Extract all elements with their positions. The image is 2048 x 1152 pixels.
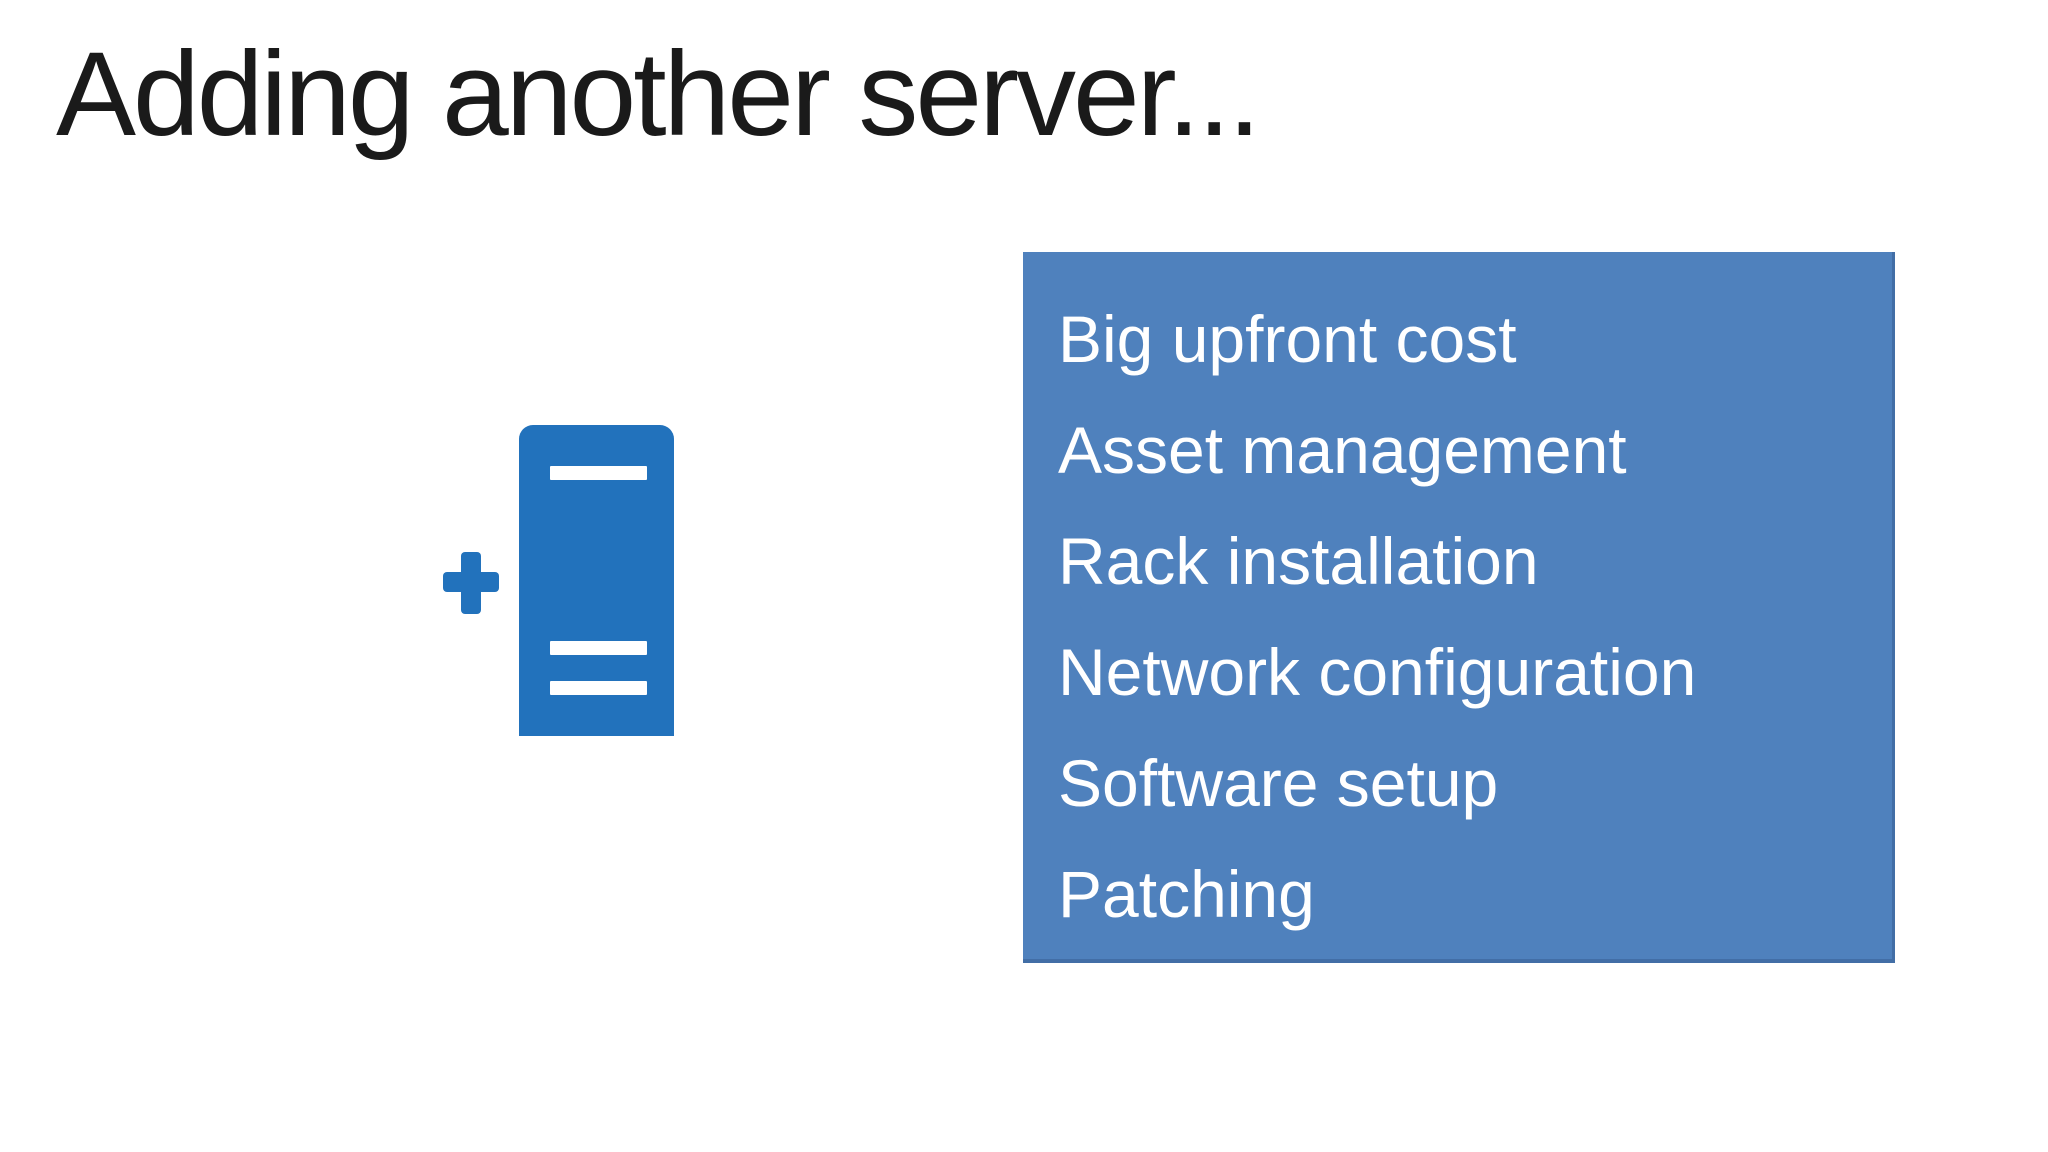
server-slot-bar	[550, 641, 647, 655]
panel-item-network-configuration: Network configuration	[1058, 635, 1697, 709]
server-slot-bar	[550, 681, 647, 695]
panel-item-software-setup: Software setup	[1058, 746, 1499, 820]
panel-item-big-upfront-cost: Big upfront cost	[1058, 302, 1517, 376]
server-slot-bar	[550, 466, 647, 480]
panel-item-patching: Patching	[1058, 857, 1315, 931]
panel-item-asset-management: Asset management	[1058, 413, 1627, 487]
panel-item-rack-installation: Rack installation	[1058, 524, 1539, 598]
server-costs-panel: Big upfront cost Asset management Rack i…	[1023, 252, 1895, 963]
plus-icon	[443, 552, 499, 614]
plus-icon-vertical-bar	[461, 552, 481, 614]
slide-title: Adding another server...	[56, 27, 1261, 161]
server-icon	[519, 425, 674, 736]
